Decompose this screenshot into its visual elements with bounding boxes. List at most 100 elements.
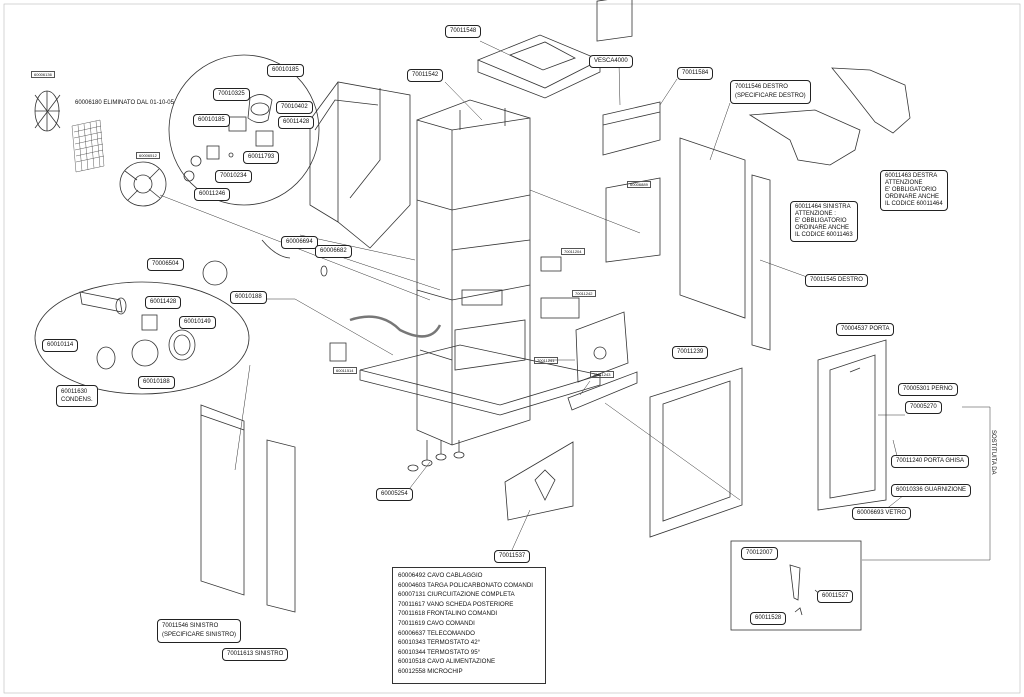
label-70011537: 70011537 [494, 550, 531, 563]
destro-note: (SPECIFICARE DESTRO) [735, 93, 806, 99]
label-guarnizione: 60010336 GUARNIZIONE [891, 484, 972, 497]
label-60011528: 60011528 [750, 612, 787, 625]
left-side-panel-drawing [200, 404, 245, 596]
note-destra-line: 60011463 DESTRA [885, 173, 938, 179]
label-70010234: 70010234 [215, 170, 252, 183]
label-70011204: 70011204 [561, 248, 585, 255]
sinistro-note: (SPECIFICARE SINISTRO) [162, 632, 237, 638]
label-porta: 70004537 PORTA [836, 323, 895, 336]
feet-drawing [407, 440, 465, 472]
label-eliminato: 60006180 ELIMINATO DAL 01-10-05 [75, 100, 174, 106]
note-destra-line: E' OBBLIGATORIO [885, 187, 937, 193]
note-destra-line: IL CODICE 60011464 [885, 201, 943, 207]
condens-parts-drawing [79, 260, 228, 370]
label-60011428-bottom: 60011428 [145, 296, 182, 309]
parts-list-item: 70011617 VANO SCHEDA POSTERIORE [398, 600, 514, 608]
top-ceramic-right-drawing [831, 67, 911, 134]
top-cover-drawing [476, 34, 601, 99]
parts-list-item: 60006492 CAVO CABLAGGIO [398, 572, 483, 579]
label-perno: 70005301 PERNO [898, 383, 958, 396]
label-vesca4000: VESCA4000 [589, 55, 633, 68]
condens-code: 60011630 [61, 389, 88, 395]
parts-list-item: 60010518 CAVO ALIMENTAZIONE [398, 658, 496, 666]
label-60006694: 60006694 [281, 236, 318, 249]
vesca-panel-drawing [596, 0, 633, 42]
label-70010402: 70010402 [276, 101, 313, 114]
note-destra-line: ORDINARE ANCHE [885, 194, 940, 200]
ash-tray-drawing [567, 371, 638, 411]
hopper-drawing [309, 81, 411, 249]
label-70011241: 70011241 [534, 357, 558, 364]
fan-wheel-drawing [119, 161, 167, 207]
note-sinistra: 60011464 SINISTRA ATTENZIONE : E' OBBLIG… [790, 201, 858, 242]
note-sinistra-line: IL CODICE 60011463 [795, 232, 853, 238]
control-box-drawing [540, 297, 580, 319]
porta-drawing [817, 339, 887, 511]
label-60006512: 60006512 [136, 152, 160, 159]
fan-grille-drawing [34, 90, 61, 132]
fan-motor-detail-ellipse [168, 54, 320, 206]
label-60010185-mid: 60010185 [193, 114, 230, 127]
parts-list-item: 60007131 CIURCUITAZIONE COMPLETA [398, 591, 515, 599]
replacement-detail-box [730, 540, 862, 631]
label-porta-ghisa: 70011240 PORTA GHISA [891, 455, 970, 468]
parts-list-item: 70011619 CAVO COMANDI [398, 619, 475, 627]
parts-list-item: 60006637 TELECOMANDO [398, 629, 475, 637]
hose-drawing [349, 315, 442, 338]
right-column-drawing [751, 174, 771, 351]
label-sostituita-da: SOSTITUITA DA [990, 430, 996, 475]
label-70011613-sinistro: 70011613 SINISTRO [222, 648, 289, 661]
parts-list-box: 60006492 CAVO CABLAGGIO 60004603 TARGA P… [392, 567, 546, 684]
label-60010149: 60010149 [179, 316, 216, 329]
left-column-drawing [266, 439, 296, 613]
label-70011584: 70011584 [677, 67, 714, 80]
condens-detail-ellipse [34, 281, 250, 395]
motor-parts-drawing [183, 94, 274, 182]
stove-frame-drawing [416, 99, 531, 446]
filter-mesh-drawing [71, 119, 105, 173]
note-sinistra-line: ORDINARE ANCHE [795, 225, 850, 231]
front-top-panel-drawing [602, 101, 661, 156]
parts-list-item: 70011618 FRONTALINO COMANDI [398, 610, 498, 618]
destro-code: 70011546 DESTRO [735, 84, 788, 90]
label-70010325: 70010325 [213, 88, 250, 101]
label-60005254: 60005254 [376, 488, 413, 501]
note-destra-line: ATTENZIONE [885, 180, 923, 186]
label-60010188-bottom: 60010188 [138, 376, 175, 389]
label-70012007: 70012007 [741, 547, 778, 560]
parts-list-item: 60010343 TERMOSTATO 42° [398, 639, 481, 647]
parts-list-item: 60010344 TERMOSTATO 95° [398, 648, 481, 656]
rear-small-panel-drawing [605, 177, 661, 263]
label-60011793: 60011793 [243, 151, 280, 164]
label-70011239: 70011239 [672, 346, 709, 359]
parts-list-item: 60004603 TARGA POLICARBONATO COMANDI [398, 581, 534, 589]
label-60006889: 60006889 [627, 181, 651, 188]
front-plate-drawing [575, 311, 629, 383]
label-60010188-right: 60010188 [230, 291, 267, 304]
top-ceramic-left-drawing [748, 109, 861, 166]
note-sinistra-line: E' OBBLIGATORIO [795, 218, 847, 224]
front-deco-panel-drawing [504, 441, 574, 521]
label-60011527: 60011527 [817, 590, 854, 603]
label-70011542: 70011542 [407, 69, 444, 82]
note-sinistra-line: 60011464 SINISTRA [795, 204, 851, 210]
label-60006682: 60006682 [315, 245, 352, 258]
note-destra: 60011463 DESTRA ATTENZIONE E' OBBLIGATOR… [880, 170, 948, 211]
label-70011548: 70011548 [445, 25, 482, 38]
label-60010185-top: 60010185 [267, 64, 304, 77]
label-70011545-destro: 70011545 DESTRO [805, 274, 868, 287]
label-60011428-top: 60011428 [278, 116, 315, 129]
label-70006504: 70006504 [147, 258, 184, 271]
label-60010114: 60010114 [42, 339, 79, 352]
label-70011242: 70011242 [572, 290, 596, 297]
door-frame-drawing [649, 367, 743, 538]
label-60006136: 60006136 [31, 71, 55, 78]
replacement-parts-drawing [789, 564, 823, 616]
sinistro-code: 70011546 SINISTRO [162, 623, 219, 629]
label-70011243: 70011243 [590, 371, 614, 378]
label-60011514: 60011514 [333, 367, 357, 374]
small-box-drawing [329, 342, 347, 362]
note-sinistra-line: ATTENZIONE : [795, 211, 836, 217]
label-destro: 70011546 DESTRO (SPECIFICARE DESTRO) [730, 80, 811, 104]
